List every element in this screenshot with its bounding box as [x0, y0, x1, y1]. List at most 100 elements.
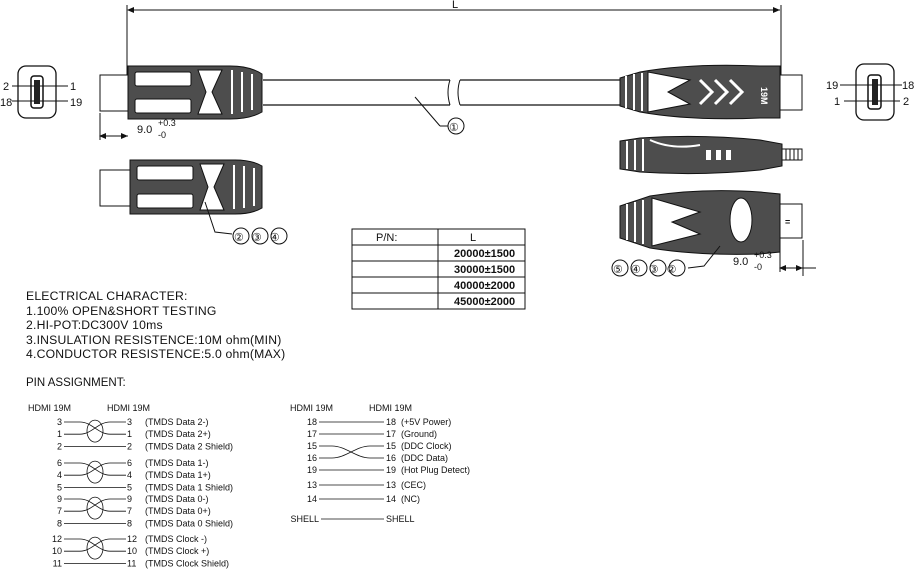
electrical-title: ELECTRICAL CHARACTER:: [26, 289, 188, 303]
right-pin-b: 17: [386, 429, 396, 439]
pn-table: P/N: L 20000±1500 30000±1500 40000±2000 …: [351, 228, 526, 310]
electrical-item-3: 3.INSULATION RESISTENCE:10M ohm(MIN): [26, 332, 282, 347]
right-plug-callout: ⑤④③②: [613, 264, 684, 276]
left-tolerance-value: 9.0: [137, 124, 152, 136]
cable: ①: [263, 79, 620, 135]
left-pin-b: 12: [127, 534, 137, 544]
right-pin-b: 13: [386, 480, 396, 490]
right-header-a: HDMI 19M: [290, 403, 333, 413]
left-pin-a: 1: [57, 429, 62, 439]
length-row-4: 45000±2000: [454, 296, 515, 308]
right-pin-a: SHELL: [290, 514, 319, 524]
left-pin-a: 10: [52, 546, 62, 556]
right-twisted-wire: [319, 445, 384, 459]
right-tolerance: 9.0 +0.3 -0: [733, 240, 816, 276]
left-pin-b: 9: [127, 494, 132, 504]
left-header-a: HDMI 19M: [28, 403, 71, 413]
right-connector-face: 19 18 1 2: [826, 63, 914, 121]
left-pin-a: 5: [57, 482, 62, 492]
left-tolerance-sub: -0: [158, 130, 166, 140]
left-shield-loop: [86, 536, 104, 560]
left-pin-desc: (TMDS Data 2+): [145, 429, 211, 439]
left-header-b: HDMI 19M: [107, 403, 150, 413]
left-pin-b: 1: [127, 429, 132, 439]
left-plug: [99, 65, 263, 120]
electrical-item-1: 1.100% OPEN&SHORT TESTING: [26, 303, 217, 318]
left-face-pin-19: 19: [70, 97, 82, 109]
right-pin-a: 17: [307, 429, 317, 439]
right-pin-a: 18: [307, 417, 317, 427]
left-face-pin-18: 18: [0, 97, 12, 109]
length-row-1: 20000±1500: [454, 248, 515, 260]
right-header-b: HDMI 19M: [369, 403, 412, 413]
length-row-3: 40000±2000: [454, 280, 515, 292]
right-plug-side: [619, 135, 803, 175]
left-pin-a: 11: [53, 558, 62, 568]
right-pin-desc: (+5V Power): [401, 417, 451, 427]
left-pin-a: 7: [57, 506, 62, 516]
left-shield-loop: [86, 460, 104, 484]
left-pin-a: 12: [52, 534, 62, 544]
right-pin-desc: (DDC Data): [401, 453, 448, 463]
left-pin-b: 5: [127, 482, 132, 492]
length-dimension: L: [126, 0, 782, 80]
left-pin-desc: (TMDS Data 1-): [145, 458, 209, 468]
cable-callout-circle: [447, 117, 465, 135]
left-shield-loop: [86, 419, 104, 443]
left-pin-b: 4: [127, 470, 132, 480]
right-pin-b: 14: [386, 494, 396, 504]
right-face-pin-1: 1: [834, 96, 840, 108]
plug-marking: 19M: [759, 87, 769, 105]
left-face-pin-1: 1: [70, 81, 76, 93]
left-pin-b: 11: [127, 558, 136, 568]
left-twisted-wire: [64, 421, 126, 435]
right-pin-desc: (Ground): [401, 429, 437, 439]
left-pin-desc: (TMDS Data 0-): [145, 494, 209, 504]
left-pin-desc: (TMDS Data 0 Shield): [145, 518, 233, 528]
right-tolerance-sub: -0: [754, 262, 762, 272]
right-pin-desc: (CEC): [401, 480, 426, 490]
length-label: L: [452, 0, 458, 11]
pin-assignment-title: PIN ASSIGNMENT:: [26, 377, 126, 389]
right-pin-a: 14: [307, 494, 317, 504]
cable-callout: ①: [449, 122, 459, 134]
right-pin-b: 15: [386, 441, 396, 451]
right-pin-b: 18: [386, 417, 396, 427]
electrical-item-4: 4.CONDUCTOR RESISTENCE:5.0 ohm(MAX): [26, 347, 286, 362]
left-shield-loop: [86, 496, 104, 520]
right-plug-bottom: = ⑤④③②: [611, 190, 803, 277]
pin-assignment-right: HDMI 19M HDMI 19M 18 18 (+5V Power) 17 17 (Grou…: [290, 403, 470, 524]
left-pin-desc: (TMDS Clock -): [145, 534, 207, 544]
left-plug-callout: ②③④: [234, 232, 288, 244]
electrical-character: ELECTRICAL CHARACTER: 1.100% OPEN&SHORT …: [26, 289, 285, 362]
left-twisted-wire: [64, 462, 126, 476]
svg-text:=: =: [785, 217, 790, 227]
right-pin-desc: (NC): [401, 494, 420, 504]
left-pin-a: 9: [57, 494, 62, 504]
left-pin-a: 4: [57, 470, 62, 480]
right-tolerance-sup: +0.3: [754, 250, 772, 260]
right-tolerance-value: 9.0: [733, 256, 748, 268]
left-pin-b: 8: [127, 518, 132, 528]
right-pin-b: 19: [386, 465, 396, 475]
pn-header: P/N:: [376, 232, 397, 244]
left-pin-desc: (TMDS Data 1+): [145, 470, 211, 480]
right-pin-a: 19: [307, 465, 317, 475]
right-face-pin-2: 2: [903, 96, 909, 108]
right-face-pin-18: 18: [902, 80, 914, 92]
right-pin-desc: (Hot Plug Detect): [401, 465, 470, 475]
left-pin-a: 2: [57, 441, 62, 451]
left-pin-desc: (TMDS Data 1 Shield): [145, 482, 233, 492]
left-pin-desc: (TMDS Clock Shield): [145, 558, 229, 568]
left-face-pin-2: 2: [3, 81, 9, 93]
left-pin-desc: (TMDS Data 2 Shield): [145, 441, 233, 451]
length-header: L: [470, 232, 476, 244]
right-pin-a: 16: [307, 453, 317, 463]
left-twisted-wire: [64, 498, 126, 512]
right-plug: 19M: [619, 64, 803, 120]
left-plug-detail: ②③④: [99, 159, 288, 245]
left-pin-a: 6: [57, 458, 62, 468]
left-connector-face: 2 1 18 19: [0, 65, 82, 119]
left-pin-b: 7: [127, 506, 132, 516]
